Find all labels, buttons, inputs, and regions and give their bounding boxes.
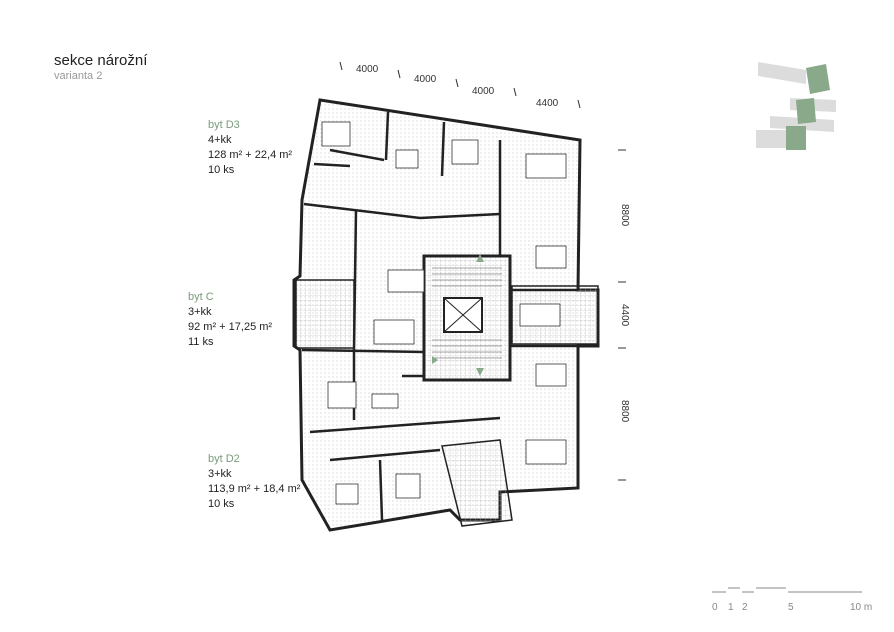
unit-layout: 3+kk [188, 306, 212, 318]
scale-label-5: 5 [788, 602, 794, 613]
dimension-right-2: 4400 [619, 304, 630, 327]
unit-name: byt D3 [208, 119, 240, 131]
dimension-right-3: 8800 [619, 400, 630, 423]
unit-layout: 4+kk [208, 134, 232, 146]
unit-area: 128 m² + 22,4 m² [208, 149, 293, 161]
unit-name: byt D2 [208, 453, 240, 465]
unit-count: 10 ks [208, 164, 235, 176]
page-subtitle: varianta 2 [54, 70, 103, 82]
unit-d2-info: byt D2 3+kk 113,9 m² + 18,4 m² 10 ks [208, 452, 300, 512]
unit-layout: 3+kk [208, 468, 232, 480]
dimension-top-4: 4400 [536, 98, 559, 109]
top-dimension-lines [339, 61, 581, 109]
dimension-top-2: 4000 [414, 74, 437, 85]
unit-name: byt C [188, 291, 214, 303]
scale-label-1: 1 [728, 602, 734, 613]
page-title: sekce nárožní [54, 52, 148, 69]
unit-count: 10 ks [208, 498, 235, 510]
dimension-top-3: 4000 [472, 86, 495, 97]
building-outline [292, 98, 600, 532]
unit-d3-info: byt D3 4+kk 128 m² + 22,4 m² 10 ks [208, 118, 292, 178]
scale-label-0: 0 [712, 602, 718, 613]
unit-count: 11 ks [188, 336, 214, 348]
scale-bar [712, 587, 862, 593]
dimension-right-1: 8800 [619, 204, 630, 227]
key-plan-icon [756, 62, 836, 150]
unit-area: 113,9 m² + 18,4 m² [208, 483, 301, 495]
unit-area: 92 m² + 17,25 m² [188, 321, 273, 333]
dimension-top-1: 4000 [356, 64, 379, 75]
unit-c-info: byt C 3+kk 92 m² + 17,25 m² 11 ks [188, 290, 272, 350]
right-dimension-lines [618, 149, 626, 481]
scale-label-10: 10 m [850, 602, 873, 613]
scale-label-2: 2 [742, 602, 748, 613]
